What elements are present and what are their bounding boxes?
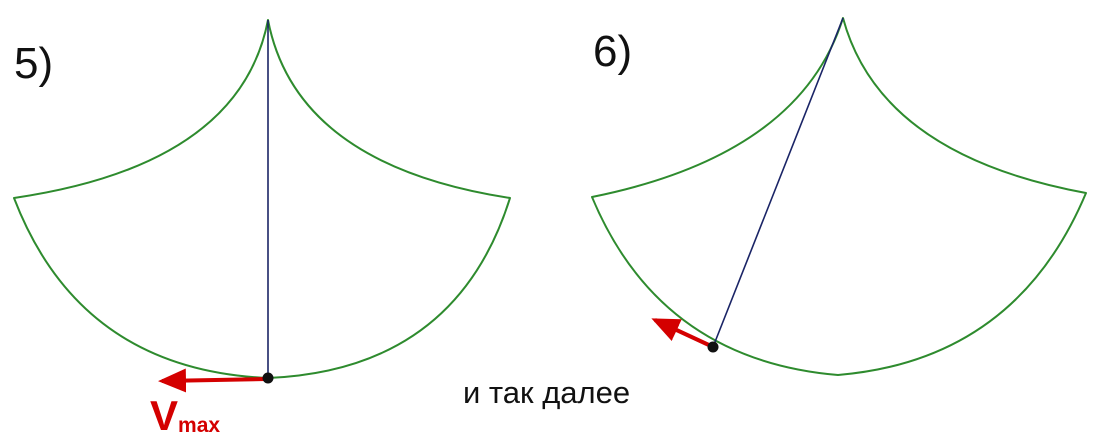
panel-5: 5) Vmax (13, 19, 511, 439)
caption-and-so-on: и так далее (463, 375, 630, 410)
panel-6-label: 6) (593, 27, 632, 76)
panel-6: 6) (591, 17, 1087, 376)
panel-5-bob (262, 372, 274, 384)
vmax-main: V (150, 392, 178, 439)
panel-6-bob (707, 341, 719, 353)
panel-6-thread (712, 17, 844, 348)
vmax-subscript: max (178, 414, 220, 437)
vmax-label: Vmax (150, 392, 220, 439)
panel-5-label: 5) (14, 39, 53, 88)
panel-6-velocity-arrow (651, 318, 712, 348)
panel-6-curvilinear-outline (591, 17, 1087, 376)
panel-5-velocity-arrow (158, 368, 267, 393)
panel-5-curvilinear-outline (13, 19, 511, 379)
